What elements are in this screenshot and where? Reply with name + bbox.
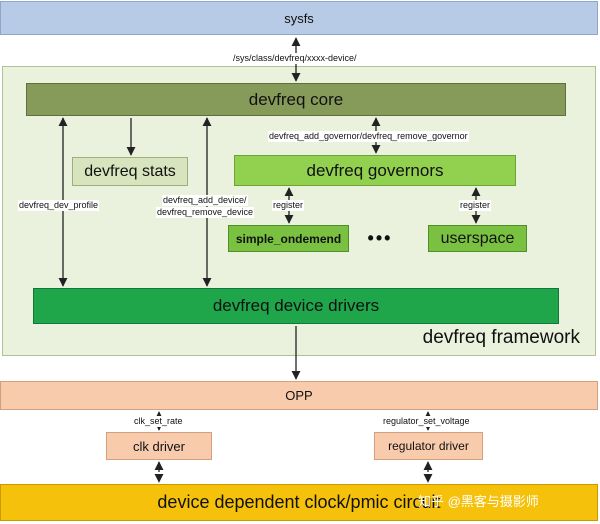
label-add-remove-governor: devfreq_add_governor/devfreq_remove_gove… xyxy=(268,131,469,142)
devfreq-core-box: devfreq core xyxy=(26,83,566,116)
label-add-device: devfreq_add_device/ xyxy=(162,195,248,206)
label-sysfs-path: /sys/class/devfreq/xxxx-device/ xyxy=(232,53,358,64)
label-dev-profile: devfreq_dev_profile xyxy=(18,200,100,211)
devfreq-governors-box: devfreq governors xyxy=(234,155,516,186)
device-clock-pmic-circuit-box: device dependent clock/pmic circuit xyxy=(0,484,598,521)
devfreq-stats-box: devfreq stats xyxy=(72,157,188,186)
clk-driver-box: clk driver xyxy=(106,432,212,460)
devfreq-device-drivers-box: devfreq device drivers xyxy=(33,288,559,324)
userspace-governor-box: userspace xyxy=(428,225,527,252)
devfreq-framework-label: devfreq framework xyxy=(422,327,580,348)
label-register-left: register xyxy=(272,200,305,211)
simple-ondemand-governor-box: simple_ondemend xyxy=(228,225,349,252)
label-remove-device: devfreq_remove_device xyxy=(156,207,255,218)
label-register-right: register xyxy=(459,200,492,211)
opp-box: OPP xyxy=(0,381,598,410)
regulator-driver-box: regulator driver xyxy=(374,432,483,460)
label-clk-set-rate: clk_set_rate xyxy=(133,416,184,427)
more-governors-ellipsis: ••• xyxy=(367,227,393,248)
watermark: 知乎 @黑客与摄影师 xyxy=(418,494,539,509)
label-regulator-set-voltage: regulator_set_voltage xyxy=(382,416,471,427)
sysfs-box: sysfs xyxy=(0,1,598,35)
